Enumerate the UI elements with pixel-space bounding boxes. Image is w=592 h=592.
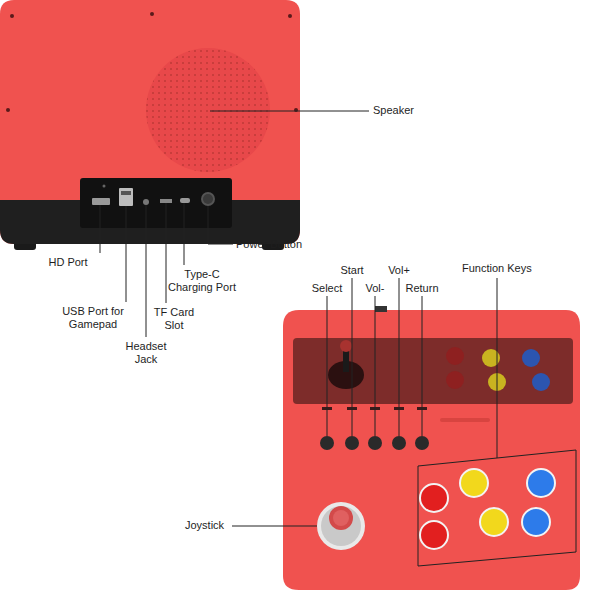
part-label: HD Port [40, 256, 96, 269]
part-label: Type-C Charging Port [162, 268, 242, 294]
part-label: Function Keys [462, 262, 532, 275]
part-label: Vol- [350, 282, 400, 295]
leader-lines [100, 111, 369, 337]
part-label: Power Button [236, 238, 302, 251]
back-view [0, 0, 300, 250]
part-label: USB Port for Gamepad [60, 305, 126, 331]
leader-lines [232, 278, 497, 526]
front-view [283, 306, 580, 590]
part-label: Joystick [185, 519, 224, 532]
part-label: Vol+ [374, 264, 424, 277]
part-label: Start [327, 264, 377, 277]
part-label: Select [302, 282, 352, 295]
part-label: TF Card Slot [150, 306, 198, 332]
part-label: Headset Jack [121, 340, 171, 366]
part-label: Speaker [373, 104, 414, 117]
part-label: Return [397, 282, 447, 295]
